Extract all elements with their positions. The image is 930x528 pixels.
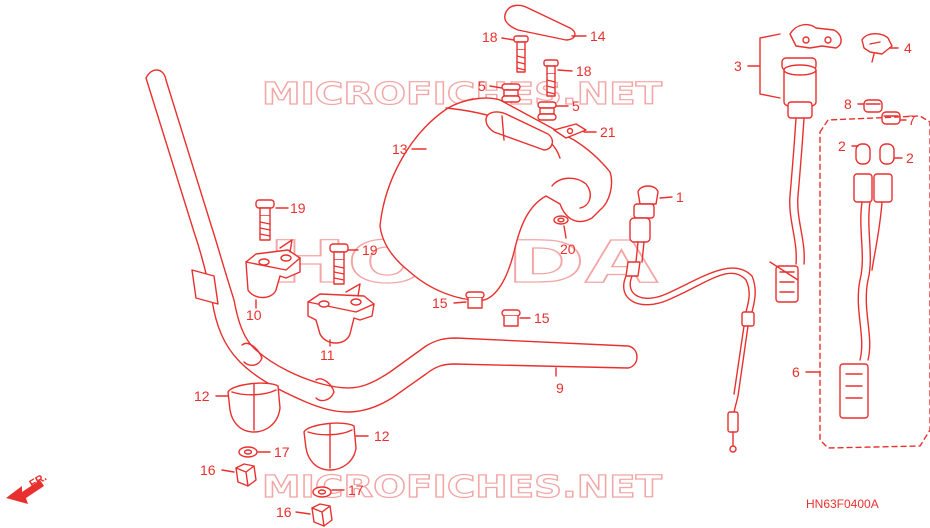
diagram-code: HN63F0400A <box>806 497 879 511</box>
callout-18a: 18 <box>482 29 498 45</box>
callout-9: 9 <box>556 380 564 396</box>
front-direction-label: FR. <box>28 471 49 490</box>
callout-16a: 16 <box>200 462 216 478</box>
leader-lines <box>215 33 907 515</box>
key-4 <box>861 33 893 55</box>
bolt-18-right <box>543 59 559 97</box>
callouts: 18 14 5 18 5 21 13 1 20 19 19 10 15 15 1… <box>194 28 916 520</box>
callout-16b: 16 <box>276 504 292 520</box>
callout-15b: 15 <box>534 310 550 326</box>
cap-15-lower <box>501 309 521 327</box>
bolt-19-lower <box>329 243 349 285</box>
callout-13: 13 <box>392 141 408 157</box>
plug-8 <box>863 99 883 113</box>
wire-harness-6 <box>839 143 895 419</box>
callout-12a: 12 <box>194 388 210 404</box>
ignition-switch <box>769 23 842 303</box>
callout-7: 7 <box>908 112 916 128</box>
grommet-5-right <box>537 101 557 121</box>
callout-11: 11 <box>320 347 335 363</box>
harness-box <box>819 115 930 449</box>
upper-holder-10 <box>245 239 301 299</box>
callout-10: 10 <box>246 307 262 323</box>
washer-17-right <box>312 486 332 498</box>
callout-2a: 2 <box>838 138 846 154</box>
callout-14: 14 <box>590 28 606 44</box>
callout-18b: 18 <box>576 63 592 79</box>
lower-holder-12-right <box>303 422 357 471</box>
cap-15-upper <box>465 291 485 309</box>
bolt-19-upper <box>255 199 275 241</box>
callout-5b: 5 <box>572 98 580 114</box>
callout-5a: 5 <box>478 78 486 94</box>
upper-holder-11 <box>307 283 375 344</box>
callout-17b: 17 <box>348 482 364 498</box>
nut-16-right <box>311 503 333 527</box>
lower-holder-12-left <box>227 382 281 433</box>
callout-3: 3 <box>734 58 742 74</box>
callout-19b: 19 <box>362 242 378 258</box>
watermark-bottom: MICROFICHES.NET <box>262 470 663 505</box>
callout-8: 8 <box>844 96 852 112</box>
rubber-pad <box>504 4 576 41</box>
callout-15a: 15 <box>432 295 448 311</box>
nut-21 <box>553 123 587 139</box>
choke-cable <box>623 185 756 453</box>
grommet-5-left <box>501 83 521 103</box>
plug-7 <box>881 111 901 125</box>
callout-1: 1 <box>676 189 684 205</box>
callout-21: 21 <box>600 124 616 140</box>
nut-16-left <box>235 463 257 487</box>
callout-4: 4 <box>904 40 912 56</box>
callout-20: 20 <box>560 241 576 257</box>
washer-17-left <box>238 446 258 458</box>
handlebar <box>145 69 638 413</box>
callout-19a: 19 <box>290 200 306 216</box>
front-arrow-icon <box>6 480 44 504</box>
bolt-18-left <box>513 35 529 73</box>
callout-12b: 12 <box>374 428 390 444</box>
callout-17a: 17 <box>274 444 290 460</box>
callout-2b: 2 <box>906 150 914 166</box>
handlebar-cover <box>379 97 613 301</box>
callout-6: 6 <box>792 364 800 380</box>
